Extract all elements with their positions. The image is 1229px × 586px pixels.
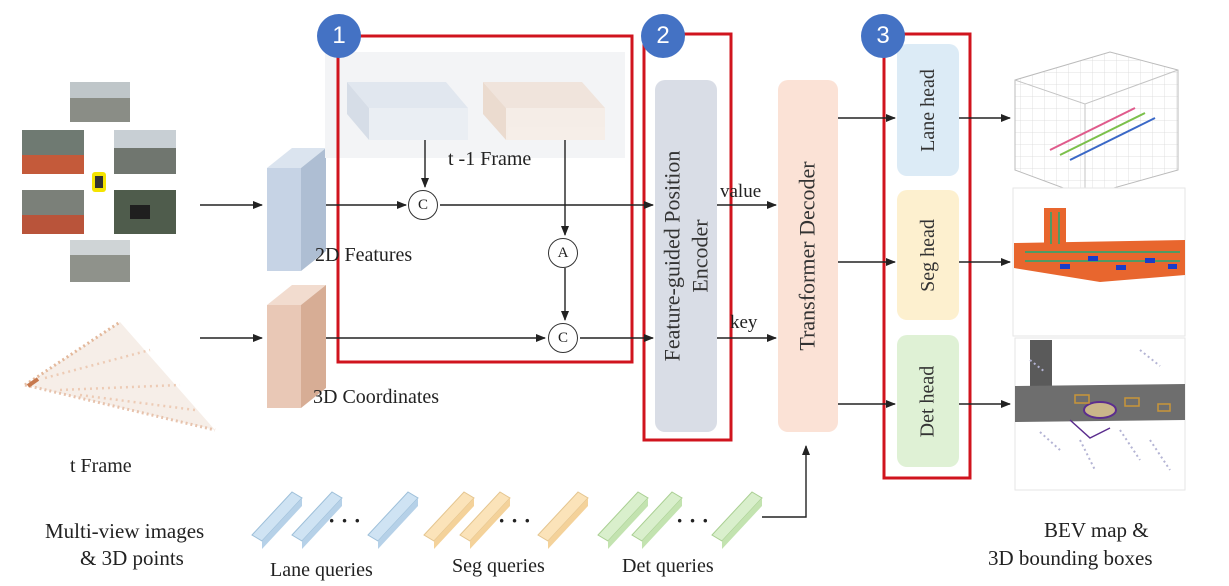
coords-3d-block (267, 285, 326, 408)
highlight-box-3 (882, 32, 972, 480)
lane-output-plot (1014, 51, 1179, 197)
step-badge-1: 1 (317, 14, 361, 58)
seg-head-box (897, 190, 959, 320)
coords-3d-label: 3D Coordinates (313, 386, 440, 408)
concat-op-2: C (548, 323, 578, 353)
det-queries-label: Det queries (622, 555, 714, 577)
key-edge-label: key (730, 312, 758, 333)
t-frame-label: t Frame (70, 455, 132, 477)
prev-frame-label: t -1 Frame (448, 148, 532, 170)
decoder-box (778, 80, 838, 432)
seg-queries-ellipsis: · · · (498, 508, 532, 533)
inputs-caption-line2: & 3D points (80, 546, 184, 570)
det-head-label: Det head (897, 335, 959, 467)
det-head-text: Det head (916, 365, 939, 437)
seg-head-label: Seg head (897, 190, 959, 320)
connectors (200, 114, 1011, 518)
point-cloud (24, 320, 216, 432)
step-badge-3: 3 (861, 14, 905, 58)
det-queries (597, 491, 763, 549)
outputs-caption-line1: BEV map & (1044, 518, 1149, 542)
encoder-label: Feature-guided Position Encoder (655, 80, 717, 432)
decoder-label-text: Transformer Decoder (795, 161, 820, 351)
lane-queries (251, 491, 419, 549)
prev-frame-slabs (347, 82, 605, 140)
step-badge-2: 2 (641, 14, 685, 58)
feature-2d-label: 2D Features (315, 244, 413, 266)
concat-op-1: C (408, 190, 438, 220)
lane-head-label: Lane head (897, 44, 959, 176)
encoder-label-line2: Encoder (687, 219, 712, 293)
encoder-box (655, 80, 717, 432)
det-head-box (897, 335, 959, 467)
seg-head-text: Seg head (916, 218, 939, 292)
lane-head-text: Lane head (916, 68, 939, 152)
inputs-caption-line1: Multi-view images (45, 519, 205, 543)
seg-queries-label: Seg queries (452, 555, 545, 577)
det-output-pointcloud (1014, 337, 1186, 491)
multiview-images (22, 82, 176, 282)
lane-queries-label: Lane queries (270, 559, 373, 581)
highlight-box-2 (642, 32, 733, 442)
align-op: A (548, 238, 578, 268)
highlight-box-1 (336, 34, 634, 364)
lane-queries-ellipsis: · · · (328, 508, 362, 533)
seg-output-map (1012, 187, 1186, 337)
decoder-label: Transformer Decoder (778, 80, 838, 432)
feature-2d-block (267, 148, 326, 271)
value-edge-label: value (720, 181, 762, 202)
outputs-caption-line2: 3D bounding boxes (988, 546, 1153, 570)
det-queries-ellipsis: · · · (676, 508, 710, 533)
encoder-label-line1: Feature-guided Position (659, 150, 684, 362)
lane-head-box (897, 44, 959, 176)
seg-queries (423, 491, 589, 549)
